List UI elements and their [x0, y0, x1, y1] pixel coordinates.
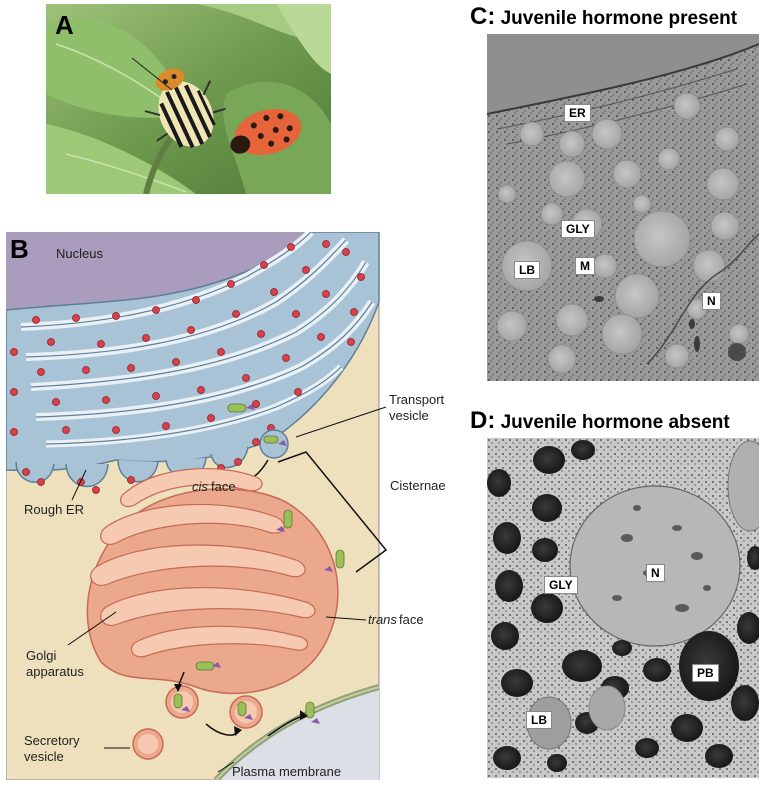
- panel-d-title: Juvenile hormone absent: [500, 412, 730, 433]
- panel-a: A: [46, 4, 331, 195]
- label-trans-face-rest: face: [399, 612, 424, 627]
- panel-d-letter: D:: [470, 407, 496, 434]
- golgi-leader: [67, 611, 117, 646]
- em-d-label-lb: LB: [526, 711, 552, 729]
- label-transport-vesicle-1: Transport: [389, 392, 445, 407]
- transport-leader: [295, 406, 387, 438]
- membrane-leader: [217, 761, 235, 773]
- golgi-diagram: Nucleus Transport vesicle Cisternae cis …: [5, 229, 446, 783]
- label-golgi-1: Golgi: [26, 648, 56, 663]
- panel-b-letter: B: [10, 234, 29, 264]
- panel-c-title-row: C: Juvenile hormone present: [470, 3, 737, 31]
- ribosomes: [10, 240, 365, 494]
- rough-er-leader: [71, 469, 87, 501]
- beetle-photo: [46, 4, 331, 195]
- vesicles-near-membrane: [132, 685, 320, 760]
- transport-vesicle-budding: [227, 403, 289, 459]
- em-d-label-pb: PB: [692, 664, 719, 682]
- label-transport-vesicle-2: vesicle: [389, 408, 429, 423]
- panel-c-micrograph: ER GLY LB M N: [487, 34, 759, 381]
- cisternae-bracket: [277, 451, 388, 573]
- label-trans-face-italic: trans: [368, 612, 397, 627]
- label-rough-er: Rough ER: [24, 502, 84, 517]
- label-secretory-2: vesicle: [24, 749, 64, 764]
- em-c-label-m: M: [575, 257, 595, 275]
- em-c-label-lb: LB: [514, 261, 540, 279]
- label-plasma-membrane: Plasma membrane: [232, 764, 341, 779]
- golgi-apparatus: [86, 468, 345, 695]
- panel-a-letter: A: [55, 10, 74, 40]
- panel-d-micrograph: N GLY PB LB: [487, 438, 759, 778]
- panel-c-title: Juvenile hormone present: [500, 8, 738, 29]
- em-c-label-gly: GLY: [561, 220, 595, 238]
- em-d-label-n: N: [646, 564, 665, 582]
- panel-b: Nucleus Transport vesicle Cisternae cis …: [5, 229, 459, 783]
- trans-leader: [325, 616, 367, 621]
- panel-d-title-row: D: Juvenile hormone absent: [470, 407, 730, 435]
- em-c-label-er: ER: [564, 104, 591, 122]
- nucleus: [6, 232, 306, 310]
- label-cis-face-rest: face: [211, 479, 236, 494]
- adult-beetle: [144, 68, 226, 149]
- larva: [230, 108, 302, 156]
- em-image-c: [487, 34, 759, 381]
- panel-c-letter: C:: [470, 3, 496, 30]
- label-golgi-2: apparatus: [26, 664, 84, 679]
- label-cisternae: Cisternae: [390, 478, 446, 493]
- label-cis-face-italic: cis: [192, 479, 208, 494]
- label-secretory-1: Secretory: [24, 733, 80, 748]
- em-d-label-gly: GLY: [544, 576, 578, 594]
- em-c-label-n: N: [702, 292, 721, 310]
- label-nucleus: Nucleus: [56, 246, 103, 261]
